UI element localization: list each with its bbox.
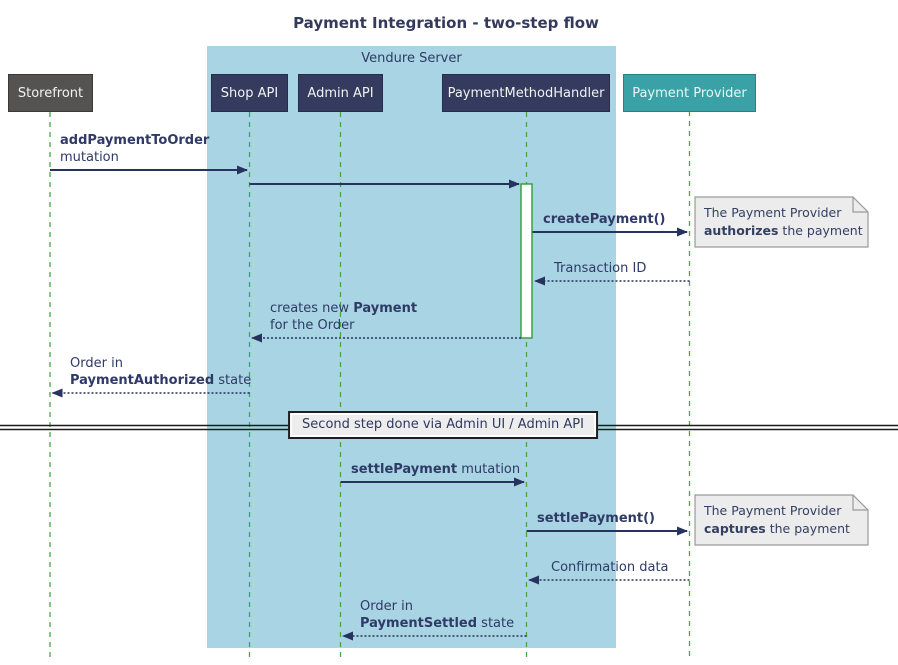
message-text: Confirmation data: [551, 560, 669, 575]
message-text: settlePayment: [351, 462, 458, 477]
message-text: createPayment(): [543, 212, 666, 227]
participant-storefront: Storefront: [8, 74, 93, 112]
note-shapes: [694, 196, 869, 546]
note-text-line: captures: [704, 521, 766, 536]
note-text-line: The Payment Provider: [704, 503, 842, 518]
message-text: creates new: [270, 301, 354, 316]
note-authorizes-shape: [694, 196, 869, 248]
activation-bar: [520, 183, 533, 339]
note-captures-fold-icon: [852, 495, 868, 511]
note-text-line: the payment: [765, 521, 850, 536]
message-text: Transaction ID: [554, 261, 647, 276]
participant-admin-api: Admin API: [298, 74, 383, 112]
message-text: addPaymentToOrder: [60, 133, 210, 148]
message-text: state: [214, 373, 252, 388]
message-label-add-payment-to-order: addPaymentToOrder mutation: [60, 132, 209, 166]
note-text-line: The Payment Provider: [704, 205, 842, 220]
message-text: mutation: [60, 150, 119, 165]
message-text: mutation: [457, 462, 521, 477]
message-text: Order in: [360, 599, 413, 614]
message-text: Payment: [353, 301, 418, 316]
divider-text: Second step done via Admin UI / Admin AP…: [302, 417, 584, 432]
vendure-server-label: Vendure Server: [361, 51, 462, 66]
note-captures-shape: [694, 494, 869, 546]
divider-label: Second step done via Admin UI / Admin AP…: [288, 411, 598, 439]
message-text: settlePayment(): [537, 511, 655, 526]
message-label-transaction-id: Transaction ID: [554, 260, 646, 277]
message-text: PaymentAuthorized: [70, 373, 215, 388]
solid-arrows: [50, 165, 688, 536]
message-label-settle-payment-mutation: settlePayment mutation: [351, 461, 520, 478]
participant-payment-method-handler: PaymentMethodHandler: [442, 74, 610, 112]
message-label-creates-new-payment: creates new Payment for the Order: [270, 300, 417, 334]
diagram-title: Payment Integration - two-step flow: [293, 14, 599, 32]
note-captures: The Payment Provider captures the paymen…: [695, 495, 868, 545]
note-authorizes-fold-icon: [852, 197, 868, 213]
message-label-confirmation-data: Confirmation data: [551, 559, 669, 576]
vendure-server-frame: [207, 46, 616, 648]
message-label-order-payment-settled: Order in PaymentSettled state: [360, 598, 514, 632]
message-text: state: [477, 616, 515, 631]
message-label-create-payment: createPayment(): [543, 211, 665, 228]
note-authorizes: The Payment Provider authorizes the paym…: [695, 197, 868, 247]
message-label-settle-payment-call: settlePayment(): [537, 510, 655, 527]
dotted-arrows: [51, 276, 690, 641]
note-text-line: the payment: [778, 223, 863, 238]
participant-shop-api: Shop API: [211, 74, 288, 112]
message-label-order-payment-authorized: Order in PaymentAuthorized state: [70, 355, 251, 389]
message-text: PaymentSettled: [360, 616, 478, 631]
participant-payment-provider: Payment Provider: [623, 74, 756, 112]
message-text: for the Order: [270, 318, 355, 333]
message-text: Order in: [70, 356, 123, 371]
note-text-line: authorizes: [704, 223, 779, 238]
